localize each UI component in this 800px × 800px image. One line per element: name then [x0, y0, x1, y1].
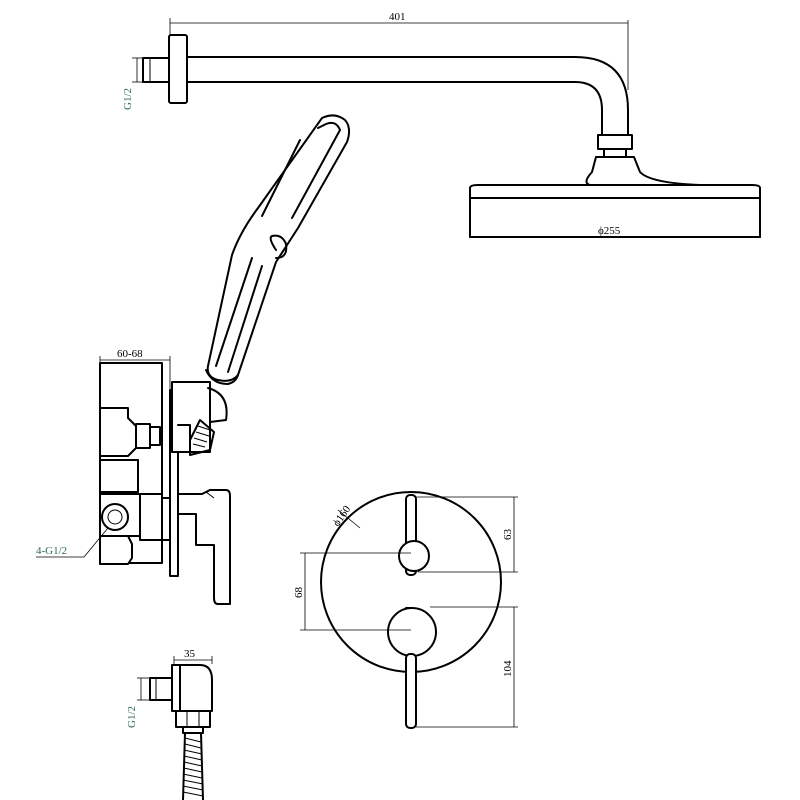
shower-arm	[142, 34, 633, 158]
dimension-arm-length: 401	[169, 11, 629, 90]
dimension-outlet-width: 35	[173, 648, 213, 664]
label-outlet-width: 35	[184, 648, 196, 660]
label-handle-spacing-mid: 68	[293, 587, 305, 599]
hose-connector	[189, 419, 215, 456]
outlet-hex-nut	[175, 710, 211, 728]
valve-lever-handle	[177, 489, 231, 605]
dimension-plate-diameter: ϕ160	[331, 503, 361, 529]
label-arm-thread: G1/2	[122, 88, 134, 110]
dimension-arm-thread: G1/2	[122, 57, 143, 110]
dimension-handle-spacing-mid: 68	[293, 552, 411, 631]
label-arm-length: 401	[389, 11, 406, 23]
outlet-hose	[182, 737, 204, 797]
valve-side-view	[99, 362, 231, 605]
lower-handle-hub	[387, 607, 437, 657]
valve-front-view	[320, 491, 502, 729]
wall-outlet	[149, 664, 213, 800]
dimension-valve-depth: 60-68	[99, 348, 171, 389]
dimension-handle-spacing-bottom: 104	[416, 606, 518, 728]
hand-shower-button	[269, 234, 288, 259]
outlet-thread-stub	[149, 677, 175, 701]
hand-shower	[205, 114, 351, 385]
label-outlet-thread: G1/2	[126, 706, 138, 728]
arm-wall-flange	[168, 34, 188, 104]
dimension-outlet-thread: G1/2	[126, 677, 150, 728]
dimension-head-diameter: ϕ255	[470, 225, 760, 238]
label-head-diameter: ϕ255	[598, 225, 621, 237]
valve-port-circle	[101, 503, 129, 531]
lower-handle	[405, 653, 417, 729]
upper-handle-hub	[398, 540, 430, 572]
label-handle-spacing-bottom: 104	[502, 660, 514, 677]
dimension-valve-ports: 4-G1/2	[36, 527, 109, 558]
dimension-handle-spacing-top: 63	[416, 496, 518, 573]
outlet-elbow-body	[179, 664, 213, 712]
label-valve-depth: 60-68	[117, 348, 143, 360]
label-valve-ports: 4-G1/2	[36, 545, 67, 557]
label-handle-spacing-top: 63	[502, 529, 514, 541]
arm-thread-stub	[142, 57, 170, 83]
arm-nut	[597, 134, 633, 150]
